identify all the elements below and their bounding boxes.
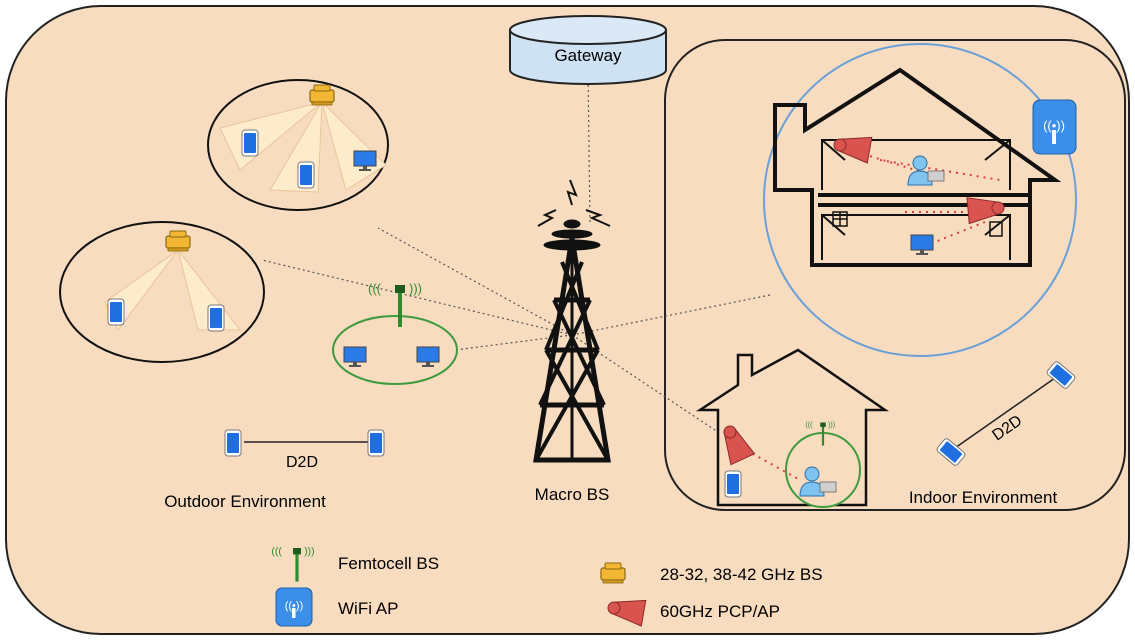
wifi-coverage	[763, 43, 1077, 357]
svg-text:((•)): ((•))	[285, 600, 304, 612]
legend: Femtocell BS ((•)) WiFi AP 28-32, 38-42 …	[271, 546, 823, 627]
mmwave-bs-icon	[600, 562, 626, 584]
legend-femtocell-label: Femtocell BS	[338, 554, 439, 573]
phone-icon	[107, 298, 125, 326]
outdoor-environment-label: Outdoor Environment	[164, 492, 326, 511]
mmwave-cell-lower	[59, 221, 265, 363]
indoor-environment-label: Indoor Environment	[909, 488, 1058, 507]
femtocell-outdoor	[332, 281, 458, 385]
macro-bs-label: Macro BS	[535, 485, 610, 504]
tower-icon	[533, 179, 611, 463]
mmwave-cell-upper	[207, 79, 389, 211]
mmwave-bs-icon	[309, 84, 335, 106]
legend-wifi-label: WiFi AP	[338, 599, 398, 618]
wifi-icon: ((•))	[1032, 99, 1077, 155]
svg-text:((•)): ((•))	[1043, 118, 1065, 133]
d2d-outdoor: D2D	[224, 429, 385, 471]
mmwave-bs-icon	[165, 230, 191, 252]
phone-icon	[724, 470, 742, 498]
legend-mmwave-label: 28-32, 38-42 GHz BS	[660, 565, 823, 584]
phone-icon	[224, 429, 242, 457]
gateway-icon: Gateway	[509, 15, 667, 85]
wifi-icon: ((•))	[275, 587, 313, 627]
house-icon	[695, 348, 890, 508]
phone-icon	[207, 304, 225, 332]
phone-icon	[297, 161, 315, 189]
backhaul-links	[261, 69, 771, 461]
house-icon	[773, 67, 1062, 267]
phone-icon	[367, 429, 385, 457]
gateway-label: Gateway	[554, 46, 622, 65]
d2d-outdoor-label: D2D	[286, 454, 318, 471]
legend-pcp-label: 60GHz PCP/AP	[660, 602, 780, 621]
phone-icon	[241, 129, 259, 157]
